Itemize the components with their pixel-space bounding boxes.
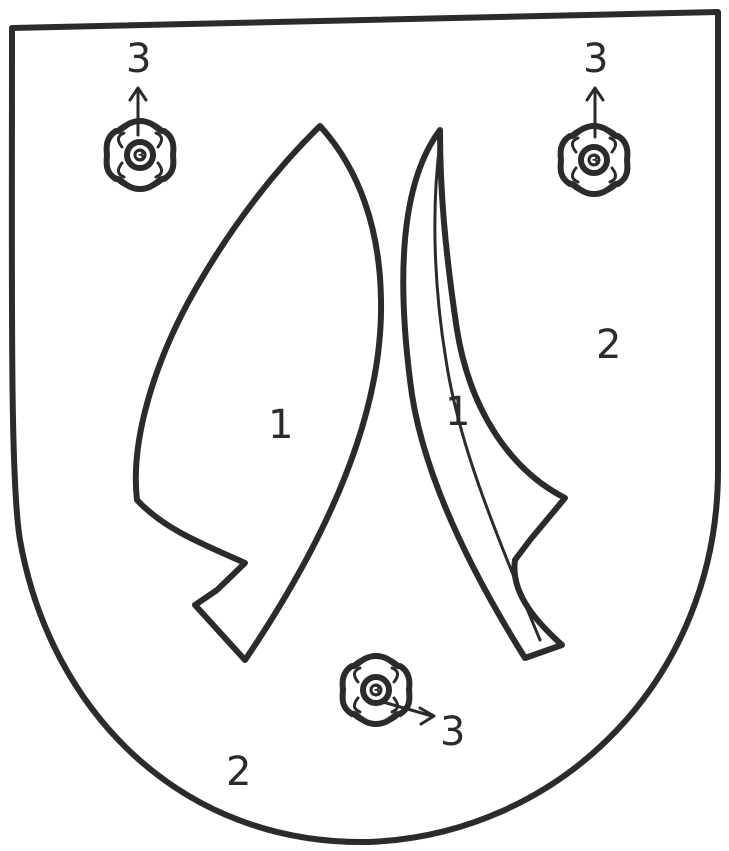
coulter-blade-icon (403, 130, 565, 658)
rose-center-bottom: 3 (372, 684, 381, 699)
label-blade-right: 1 (445, 389, 470, 435)
arrow-icon-top-left (130, 88, 146, 135)
label-rose-bottom: 3 (440, 709, 465, 755)
rose-center-top-right: 3 (590, 154, 599, 169)
label-field-right: 2 (596, 322, 621, 368)
label-field-bottom: 2 (226, 749, 251, 795)
rose-center-top-left: 3 (136, 149, 145, 164)
label-rose-top-right: 3 (583, 36, 608, 82)
plough-blade-icon (136, 126, 381, 660)
label-rose-top-left: 3 (126, 36, 151, 82)
label-blade-left: 1 (268, 402, 293, 448)
